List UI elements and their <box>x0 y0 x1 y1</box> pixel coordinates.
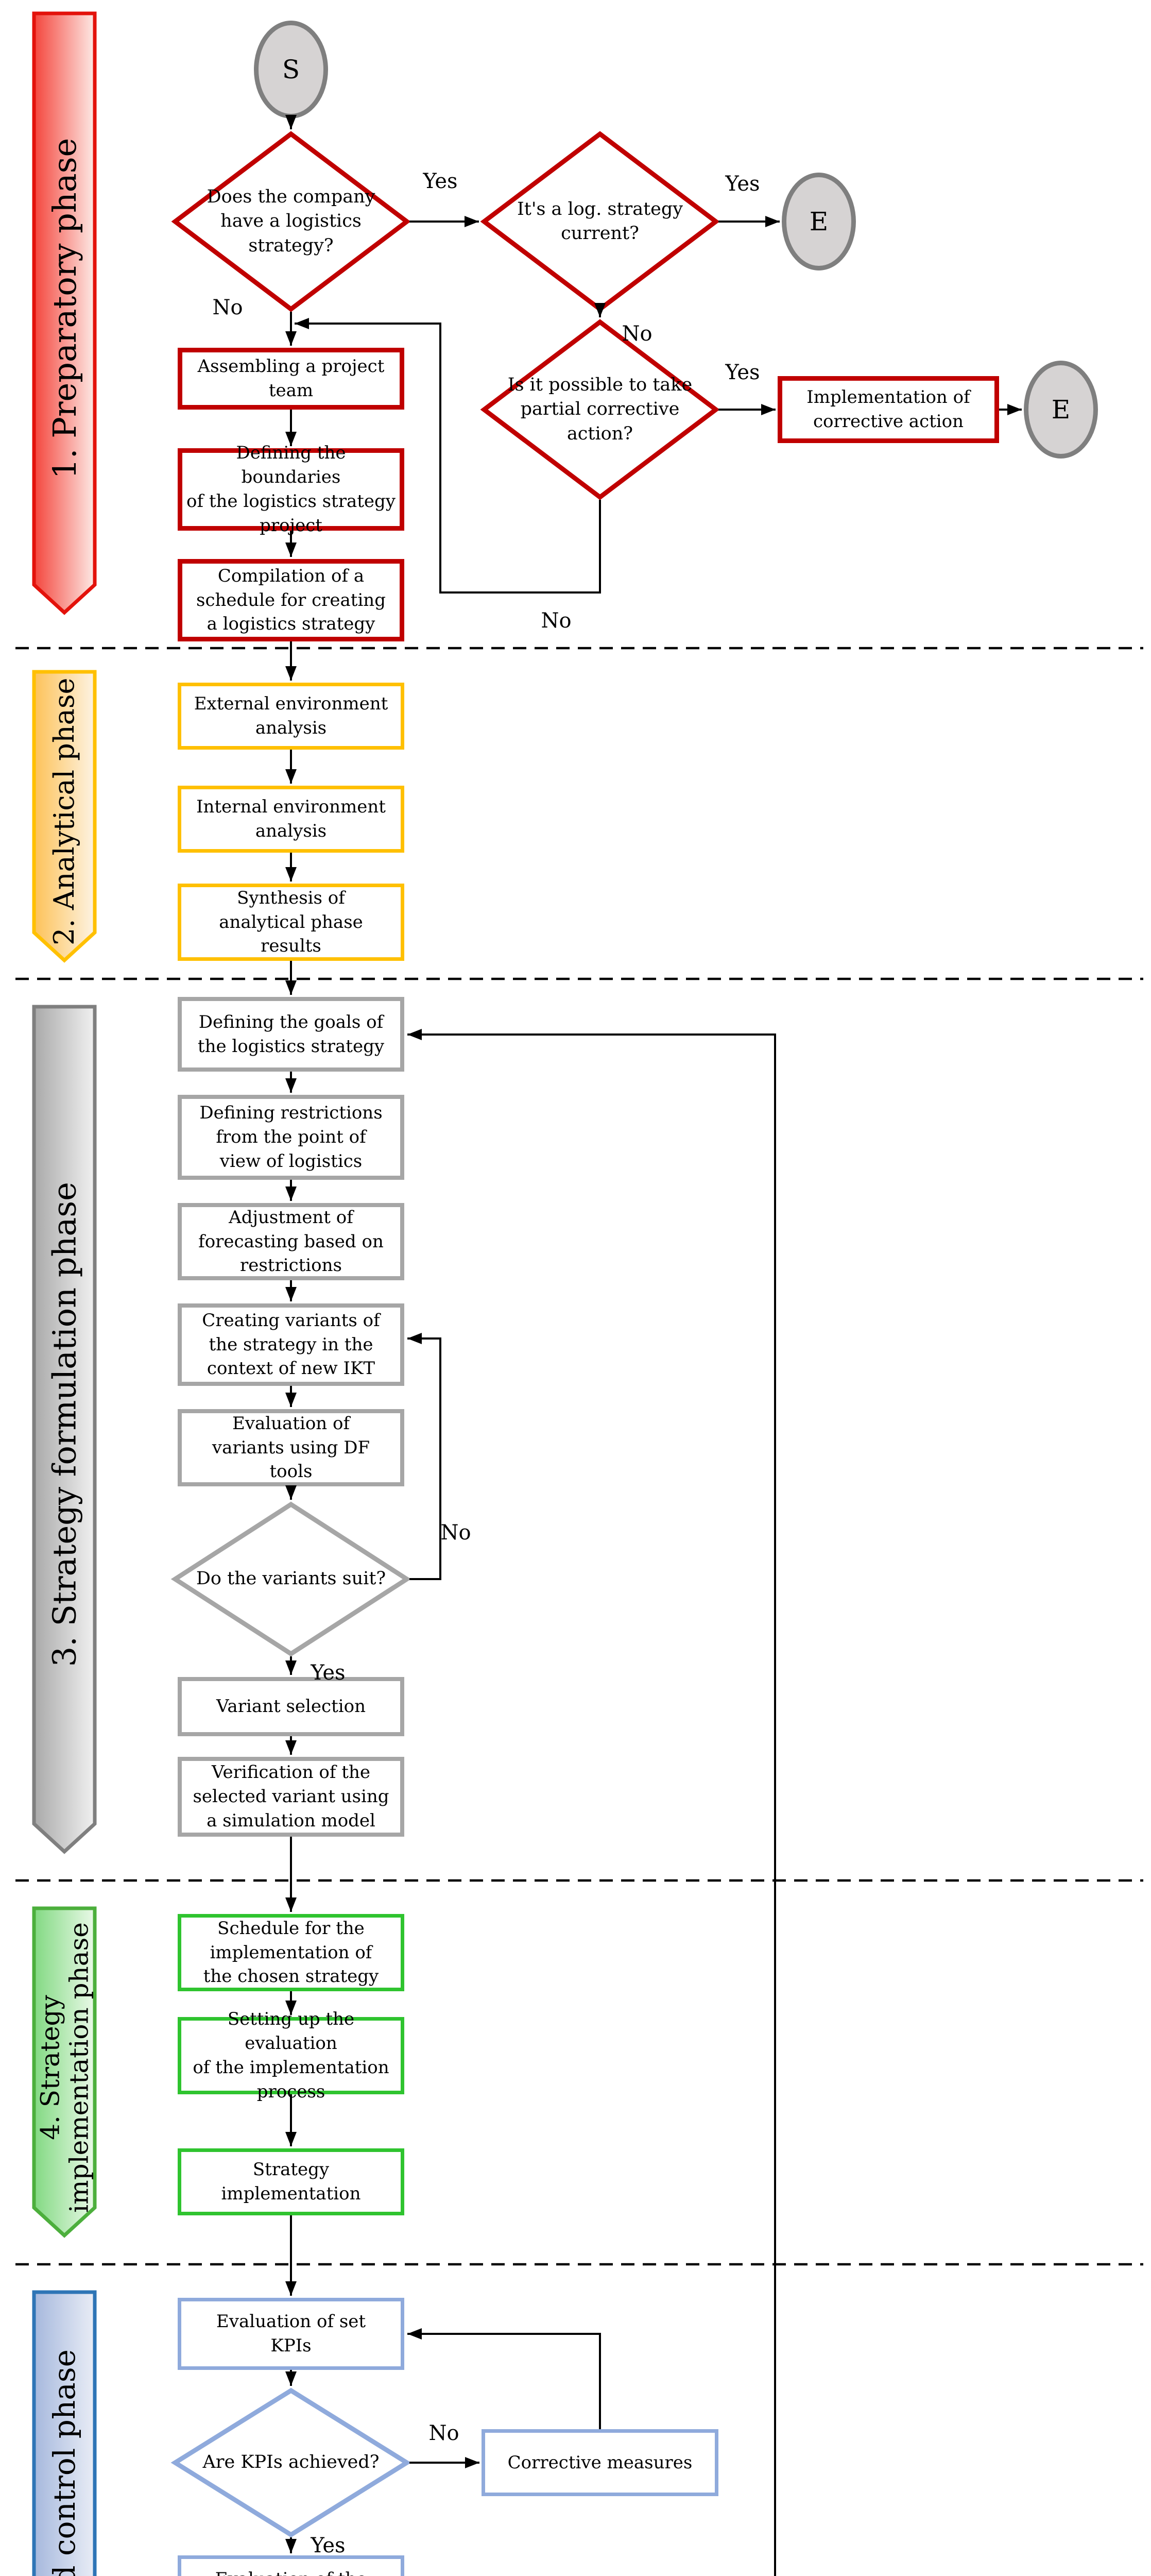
node-has-logistics-strategy: Does the company have a logistics strate… <box>171 131 411 312</box>
node-label: Verification of the selected variant usi… <box>193 1762 389 1831</box>
phase-banner-label: 5. Evaluation and control phase <box>47 2285 82 2576</box>
node-external-environment-analysis: External environment analysis <box>178 683 404 750</box>
node-label: Corrective measures <box>507 2452 693 2473</box>
node-label: Variant selection <box>216 1696 366 1717</box>
node-label: Implementation of corrective action <box>806 387 970 432</box>
start-terminal: S <box>254 21 328 118</box>
node-label: It's a log. strategy current? <box>517 198 683 244</box>
label-no-partial-corrective: No <box>541 609 572 633</box>
end-terminal-label: E <box>1051 395 1071 425</box>
node-assembling-project-team: Assembling a project team <box>178 348 404 410</box>
node-label: Synthesis of analytical phase results <box>219 887 363 957</box>
end-terminal-top: E <box>782 173 856 270</box>
phase-banner-label: 3. Strategy formulation phase <box>45 1182 83 1667</box>
phase-banner-label: 4. Strategy implementation phase <box>35 1922 94 2213</box>
banner-arrow-shape <box>32 670 97 963</box>
node-compilation-schedule: Compilation of a schedule for creating a… <box>178 559 404 641</box>
start-terminal-label: S <box>282 55 300 84</box>
banner-arrow-shape <box>32 2290 97 2576</box>
node-label: Is it possible to take partial correctiv… <box>507 375 693 444</box>
node-internal-environment-analysis: Internal environment analysis <box>178 786 404 853</box>
node-label: Assembling a project team <box>197 356 385 401</box>
node-label: Strategy implementation <box>221 2159 361 2204</box>
banner-arrow-shape <box>32 1906 97 2238</box>
edge-goals-achieved-no-loop <box>407 1029 776 2576</box>
node-label: Internal environment analysis <box>196 796 386 841</box>
edge-corrective-measures-loop <box>407 2328 601 2429</box>
label-yes-variants-suit: Yes <box>311 1661 346 1685</box>
label-no-strategy-current: No <box>622 322 652 346</box>
edge-variants-suit-no-loop <box>407 1333 441 1580</box>
node-setting-up-evaluation: Setting up the evaluation of the impleme… <box>178 2009 404 2102</box>
node-label: Schedule for the implementation of the c… <box>203 1918 379 1987</box>
node-implementation-corrective-action: Implementation of corrective action <box>778 376 999 443</box>
node-label: Creating variants of the strategy in the… <box>202 1310 380 1379</box>
node-kpis-achieved: Are KPIs achieved? <box>170 2387 411 2538</box>
node-creating-variants: Creating variants of the strategy in the… <box>178 1303 404 1386</box>
phase-banner-label: 1. Preparatory phase <box>45 138 83 479</box>
node-variants-suit: Do the variants suit? <box>170 1501 411 1657</box>
node-schedule-implementation: Schedule for the implementation of the c… <box>178 1914 404 1991</box>
node-label: External environment analysis <box>194 693 388 738</box>
label-yes-kpis-achieved: Yes <box>311 2534 346 2557</box>
node-partial-corrective-possible: Is it possible to take partial correctiv… <box>480 319 720 500</box>
node-defining-goals: Defining the goals of the logistics stra… <box>178 997 404 1072</box>
node-label: Evaluation of set KPIs <box>216 2311 366 2356</box>
node-label: Adjustment of forecasting based on restr… <box>198 1207 384 1276</box>
node-label: Evaluation of the fulfillment of goals <box>208 2567 374 2576</box>
node-label: Do the variants suit? <box>196 1568 386 1589</box>
label-yes-strategy-current: Yes <box>725 172 760 196</box>
end-terminal-label: E <box>809 207 829 236</box>
node-defining-restrictions: Defining restrictions from the point of … <box>178 1095 404 1180</box>
node-corrective-measures: Corrective measures <box>482 2429 718 2496</box>
node-label: Defining the boundaries of the logistics… <box>186 443 396 536</box>
phase-banner-evaluation-control: 5. Evaluation and control phase <box>32 2290 97 2576</box>
node-adjustment-forecasting: Adjustment of forecasting based on restr… <box>178 1203 404 1280</box>
node-label: Defining the goals of the logistics stra… <box>197 1011 385 1057</box>
node-variant-selection: Variant selection <box>178 1677 404 1736</box>
end-terminal-right: E <box>1024 361 1098 459</box>
label-yes-partial-corrective: Yes <box>725 361 760 384</box>
phase-banner-analytical: 2. Analytical phase <box>32 670 97 963</box>
phase-banner-preparatory: 1. Preparatory phase <box>32 11 97 616</box>
node-label: Does the company have a logistics strate… <box>207 187 375 256</box>
node-synthesis-analytical-results: Synthesis of analytical phase results <box>178 884 404 961</box>
node-label: Setting up the evaluation of the impleme… <box>193 2009 389 2102</box>
phase-banner-strategy-formulation: 3. Strategy formulation phase <box>32 1005 97 1855</box>
node-label: Evaluation of variants using DF tools <box>212 1413 370 1482</box>
label-yes-has-strategy: Yes <box>423 170 458 193</box>
node-label: Defining restrictions from the point of … <box>199 1103 383 1172</box>
node-defining-boundaries: Defining the boundaries of the logistics… <box>178 443 404 536</box>
label-no-kpis-achieved: No <box>428 2421 459 2445</box>
node-verification-simulation: Verification of the selected variant usi… <box>178 1757 404 1837</box>
node-label: Compilation of a schedule for creating a… <box>196 565 386 635</box>
node-evaluation-variants-df: Evaluation of variants using DF tools <box>178 1409 404 1486</box>
banner-arrow-shape <box>32 11 97 615</box>
banner-arrow-shape <box>32 1005 97 1854</box>
node-strategy-implementation: Strategy implementation <box>178 2148 404 2215</box>
phase-banner-label: 2. Analytical phase <box>47 677 80 945</box>
node-label: Are KPIs achieved? <box>202 2452 380 2473</box>
label-no-variants-suit: No <box>440 1521 471 1545</box>
node-strategy-current: It's a log. strategy current? <box>480 131 720 312</box>
node-evaluation-fulfillment-goals: Evaluation of the fulfillment of goals <box>178 2555 404 2576</box>
phase-banner-strategy-implementation: 4. Strategy implementation phase <box>32 1906 97 2239</box>
label-no-has-strategy: No <box>212 296 243 319</box>
node-evaluation-set-kpis: Evaluation of set KPIs <box>178 2298 404 2370</box>
